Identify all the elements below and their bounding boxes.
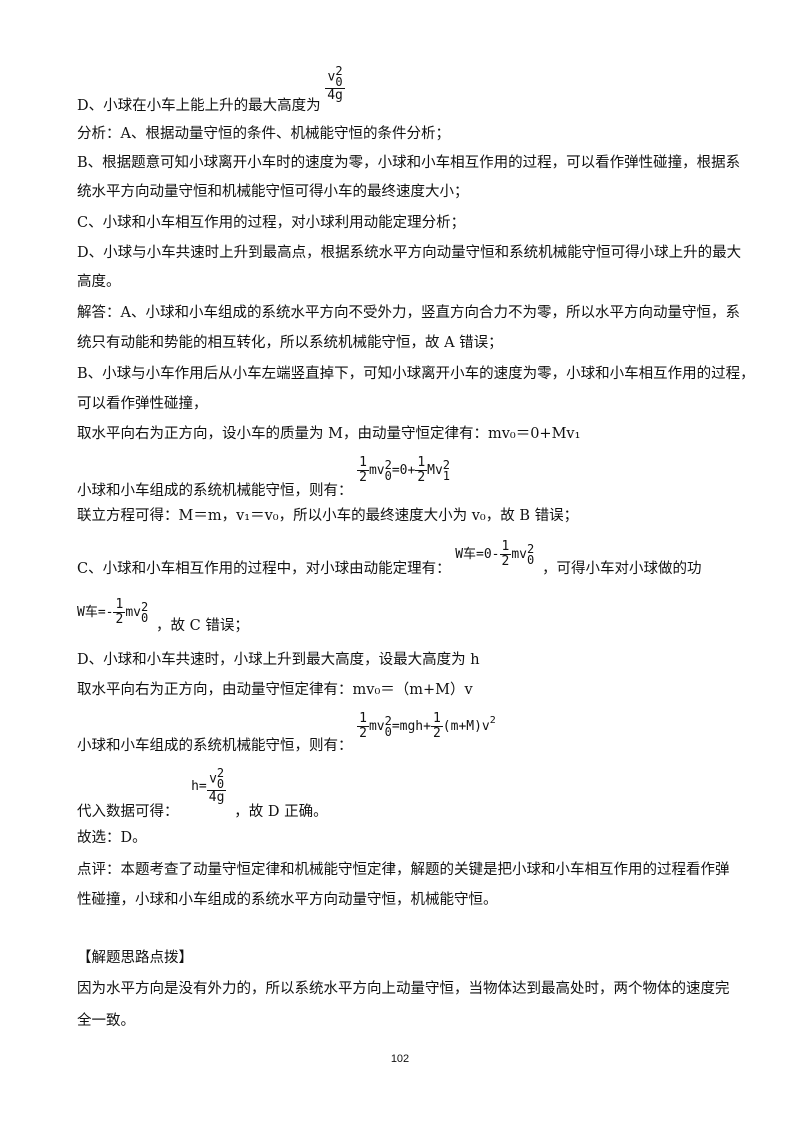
d-option-text: D、小球在小车上能上升的最大高度为 xyxy=(77,97,321,114)
answer-d-4-text: 代入数据可得： xyxy=(77,804,179,820)
answer-b-2: 可以看作弹性碰撞， xyxy=(77,396,208,412)
analysis-a: 分析：A、根据动量守恒的条件、机械能守恒的条件分析； xyxy=(77,126,450,142)
tip-2: 全一致。 xyxy=(77,1013,135,1029)
answer-c-1-tail: ，可得小车对小球做的功 xyxy=(542,561,702,577)
tip-heading: 【解题思路点拨】 xyxy=(77,950,193,966)
page-number: 102 xyxy=(390,1053,410,1065)
analysis-d-1: D、小球与小车共速时上升到最高点，根据系统水平方向动量守恒和系统机械能守恒可得小… xyxy=(77,245,742,261)
answer-c-1-text: C、小球和小车相互作用的过程中，对小球由动能定理有： xyxy=(77,561,451,577)
answer-b-3: 取水平向右为正方向，设小车的质量为 M，由动量守恒定律有：mv₀＝0+Mv₁ xyxy=(77,426,581,442)
choice-line: 故选：D。 xyxy=(77,830,147,846)
answer-b-4-text: 小球和小车组成的系统机械能守恒，则有： xyxy=(77,483,353,499)
comment-1: 点评：本题考查了动量守恒定律和机械能守恒定律，解题的关键是把小球和小车相互作用的… xyxy=(77,862,730,878)
answer-d-1: D、小球和小车共速时，小球上升到最大高度，设最大高度为 h xyxy=(77,652,480,668)
analysis-b-2: 统水平方向动量守恒和机械能守恒可得小车的最终速度大小； xyxy=(77,184,469,200)
answer-c-2-tail: ，故 C 错误； xyxy=(156,618,249,634)
comment-2: 性碰撞，小球和小车组成的系统水平方向动量守恒，机械能守恒。 xyxy=(77,892,498,908)
answer-d-3-text: 小球和小车组成的系统机械能守恒，则有： xyxy=(77,738,353,754)
analysis-b-1: B、根据题意可知小球离开小车时的速度为零，小球和小车相互作用的过程，可以看作弹性… xyxy=(77,155,741,171)
answer-d-2: 取水平向右为正方向，由动量守恒定律有：mv₀＝（m+M）v xyxy=(77,682,473,698)
answer-d-4-tail: ，故 D 正确。 xyxy=(234,804,328,820)
analysis-d-2: 高度。 xyxy=(77,274,121,290)
answer-a-1: 解答：A、小球和小车组成的系统水平方向不受外力，竖直方向合力不为零，所以水平方向… xyxy=(77,305,740,321)
answer-b-5: 联立方程可得：M＝m，v₁＝v₀，所以小车的最终速度大小为 v₀，故 B 错误； xyxy=(77,508,579,524)
answer-a-2: 统只有动能和势能的相互转化，所以系统机械能守恒，故 A 错误； xyxy=(77,335,503,351)
answer-b-1: B、小球与小车作用后从小车左端竖直掉下，可知小球离开小车的速度为零，小球和小车相… xyxy=(77,366,755,382)
analysis-c: C、小球和小车相互作用的过程，对小球利用动能定理分析； xyxy=(77,215,466,231)
tip-1: 因为水平方向是没有外力的，所以系统水平方向上动量守恒，当物体达到最高处时，两个物… xyxy=(77,981,730,997)
